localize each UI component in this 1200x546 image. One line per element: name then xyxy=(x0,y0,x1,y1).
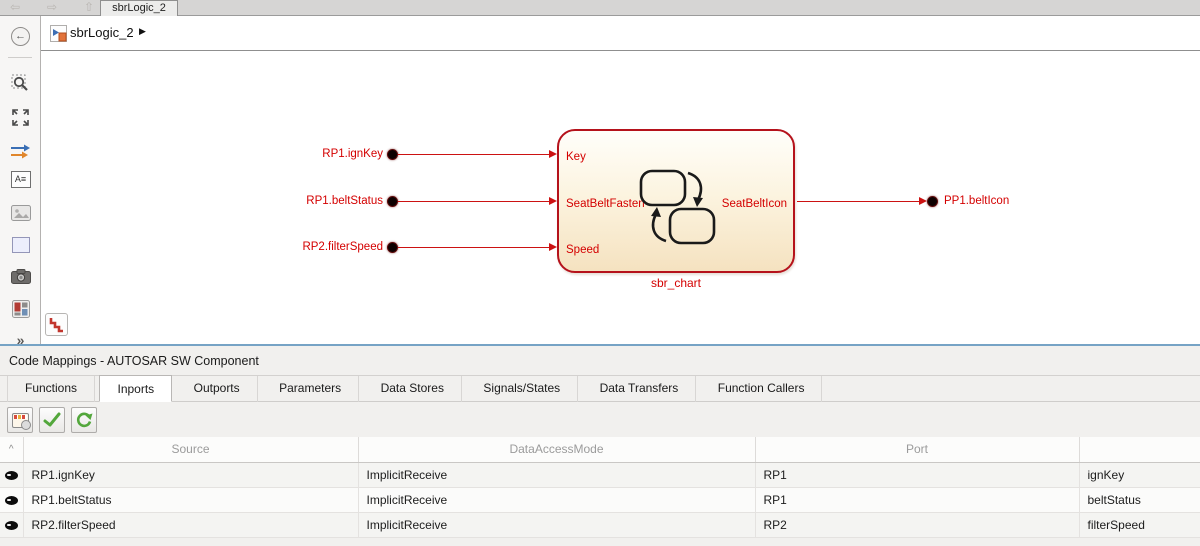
chart-inport-label: Speed xyxy=(566,244,600,256)
input-signal-label[interactable]: RP1.ignKey xyxy=(322,148,383,160)
tab-functions[interactable]: Functions xyxy=(7,376,96,402)
input-port-dot[interactable] xyxy=(387,242,398,253)
input-port-dot[interactable] xyxy=(387,196,398,207)
inport-icon xyxy=(0,462,24,488)
code-mappings-tab-bar: Functions Inports Outports Parameters Da… xyxy=(0,375,1200,402)
chart-outport-label: SeatBeltIcon xyxy=(721,198,787,210)
input-port-dot[interactable] xyxy=(387,149,398,160)
divider xyxy=(8,57,32,58)
table-header-row: ^ Source DataAccessMode Port xyxy=(0,437,1200,463)
screenshot-icon[interactable] xyxy=(9,265,32,288)
image-icon[interactable] xyxy=(9,201,32,224)
nav-up-icon[interactable]: ⇧ xyxy=(83,0,95,14)
tab-outports[interactable]: Outports xyxy=(177,376,258,402)
cell-port[interactable]: RP1 xyxy=(755,487,1080,513)
viewmarks-icon[interactable] xyxy=(9,297,32,320)
table-row[interactable]: RP2.filterSpeed ImplicitReceive RP2 filt… xyxy=(0,512,1200,538)
breadcrumb: sbrLogic_2 ▶ xyxy=(41,16,1200,51)
table-row[interactable]: RP1.beltStatus ImplicitReceive RP1 beltS… xyxy=(0,487,1200,513)
cell-element[interactable]: ignKey xyxy=(1079,462,1200,488)
tab-signals-states[interactable]: Signals/States xyxy=(466,376,579,402)
cell-port[interactable]: RP1 xyxy=(755,462,1080,488)
code-mappings-toolbar xyxy=(0,402,1200,437)
input-signal-label[interactable]: RP2.filterSpeed xyxy=(302,241,383,253)
tab-parameters[interactable]: Parameters xyxy=(262,376,360,402)
code-mappings-panel: Code Mappings - AUTOSAR SW Component Fun… xyxy=(0,344,1200,546)
cell-mode[interactable]: ImplicitReceive xyxy=(358,462,756,488)
mapping-settings-button[interactable] xyxy=(7,407,33,433)
check-icon xyxy=(43,412,61,427)
scroll-top-icon[interactable]: ^ xyxy=(0,437,24,463)
cell-mode[interactable]: ImplicitReceive xyxy=(358,487,756,513)
model-file-icon xyxy=(50,25,67,47)
tab-function-callers[interactable]: Function Callers xyxy=(701,376,823,402)
more-tools-icon[interactable]: » xyxy=(16,331,25,348)
zoom-region-icon[interactable] xyxy=(9,72,32,95)
tab-data-transfers[interactable]: Data Transfers xyxy=(583,376,697,402)
fit-to-view-icon[interactable] xyxy=(9,106,32,129)
tab-inports[interactable]: Inports xyxy=(99,375,173,402)
column-header-source[interactable]: Source xyxy=(23,437,359,463)
column-header-port[interactable]: Port xyxy=(755,437,1080,463)
panel-title: Code Mappings - AUTOSAR SW Component xyxy=(0,346,1200,376)
output-port-dot[interactable] xyxy=(927,196,938,207)
document-tab[interactable]: sbrLogic_2 xyxy=(100,0,178,16)
chart-name-label[interactable]: sbr_chart xyxy=(650,276,702,290)
signal-arrowhead xyxy=(549,197,557,205)
cell-source[interactable]: RP1.beltStatus xyxy=(23,487,359,513)
column-header-dataaccessmode[interactable]: DataAccessMode xyxy=(358,437,756,463)
nav-forward-icon[interactable]: ⇨ xyxy=(46,0,58,14)
cell-source[interactable]: RP2.filterSpeed xyxy=(23,512,359,538)
column-header-element[interactable] xyxy=(1079,437,1200,463)
cell-mode[interactable]: ImplicitReceive xyxy=(358,512,756,538)
chart-inport-label: SeatBeltFasten xyxy=(566,198,645,210)
hide-explorer-button[interactable]: ← xyxy=(11,27,30,46)
chart-inport-label: Key xyxy=(566,151,586,163)
nav-back-icon[interactable]: ⇦ xyxy=(9,0,21,14)
left-tool-strip: ← A≡ xyxy=(0,16,41,347)
tab-data-stores[interactable]: Data Stores xyxy=(364,376,462,402)
signal-arrowhead xyxy=(549,243,557,251)
signal-arrowhead xyxy=(549,150,557,158)
model-canvas[interactable]: RP1.ignKey RP1.beltStatus RP2.filterSpee… xyxy=(41,52,1200,344)
input-signal-label[interactable]: RP1.beltStatus xyxy=(306,195,383,207)
signal-line[interactable] xyxy=(398,154,549,155)
inport-icon xyxy=(0,487,24,513)
area-box-icon[interactable] xyxy=(9,233,32,256)
annotation-icon[interactable]: A≡ xyxy=(9,168,32,191)
breadcrumb-model-name[interactable]: sbrLogic_2 xyxy=(70,25,134,40)
cell-element[interactable]: filterSpeed xyxy=(1079,512,1200,538)
validate-button[interactable] xyxy=(39,407,65,433)
mapping-dialog-icon xyxy=(11,412,31,430)
cell-port[interactable]: RP2 xyxy=(755,512,1080,538)
stateflow-states-icon xyxy=(637,164,717,253)
table-row[interactable]: RP1.ignKey ImplicitReceive RP1 ignKey xyxy=(0,462,1200,488)
document-tab-bar: ⇦ ⇨ ⇧ sbrLogic_2 xyxy=(0,0,1200,16)
breadcrumb-caret-icon[interactable]: ▶ xyxy=(139,26,146,36)
inport-icon xyxy=(0,512,24,538)
cell-element[interactable]: beltStatus xyxy=(1079,487,1200,513)
code-perspective-button[interactable] xyxy=(45,313,68,336)
refresh-button[interactable] xyxy=(71,407,97,433)
inports-table: ^ Source DataAccessMode Port RP1.ignKey … xyxy=(0,437,1200,538)
refresh-icon xyxy=(76,412,93,428)
cell-source[interactable]: RP1.ignKey xyxy=(23,462,359,488)
signal-line[interactable] xyxy=(398,201,549,202)
signal-line[interactable] xyxy=(797,201,919,202)
signal-line[interactable] xyxy=(398,247,549,248)
signal-arrowhead xyxy=(919,197,927,205)
output-signal-label[interactable]: PP1.beltIcon xyxy=(944,195,1010,207)
stateflow-chart-block[interactable]: Key SeatBeltFasten Speed SeatBeltIcon xyxy=(557,129,795,273)
route-signals-icon[interactable] xyxy=(9,140,32,163)
